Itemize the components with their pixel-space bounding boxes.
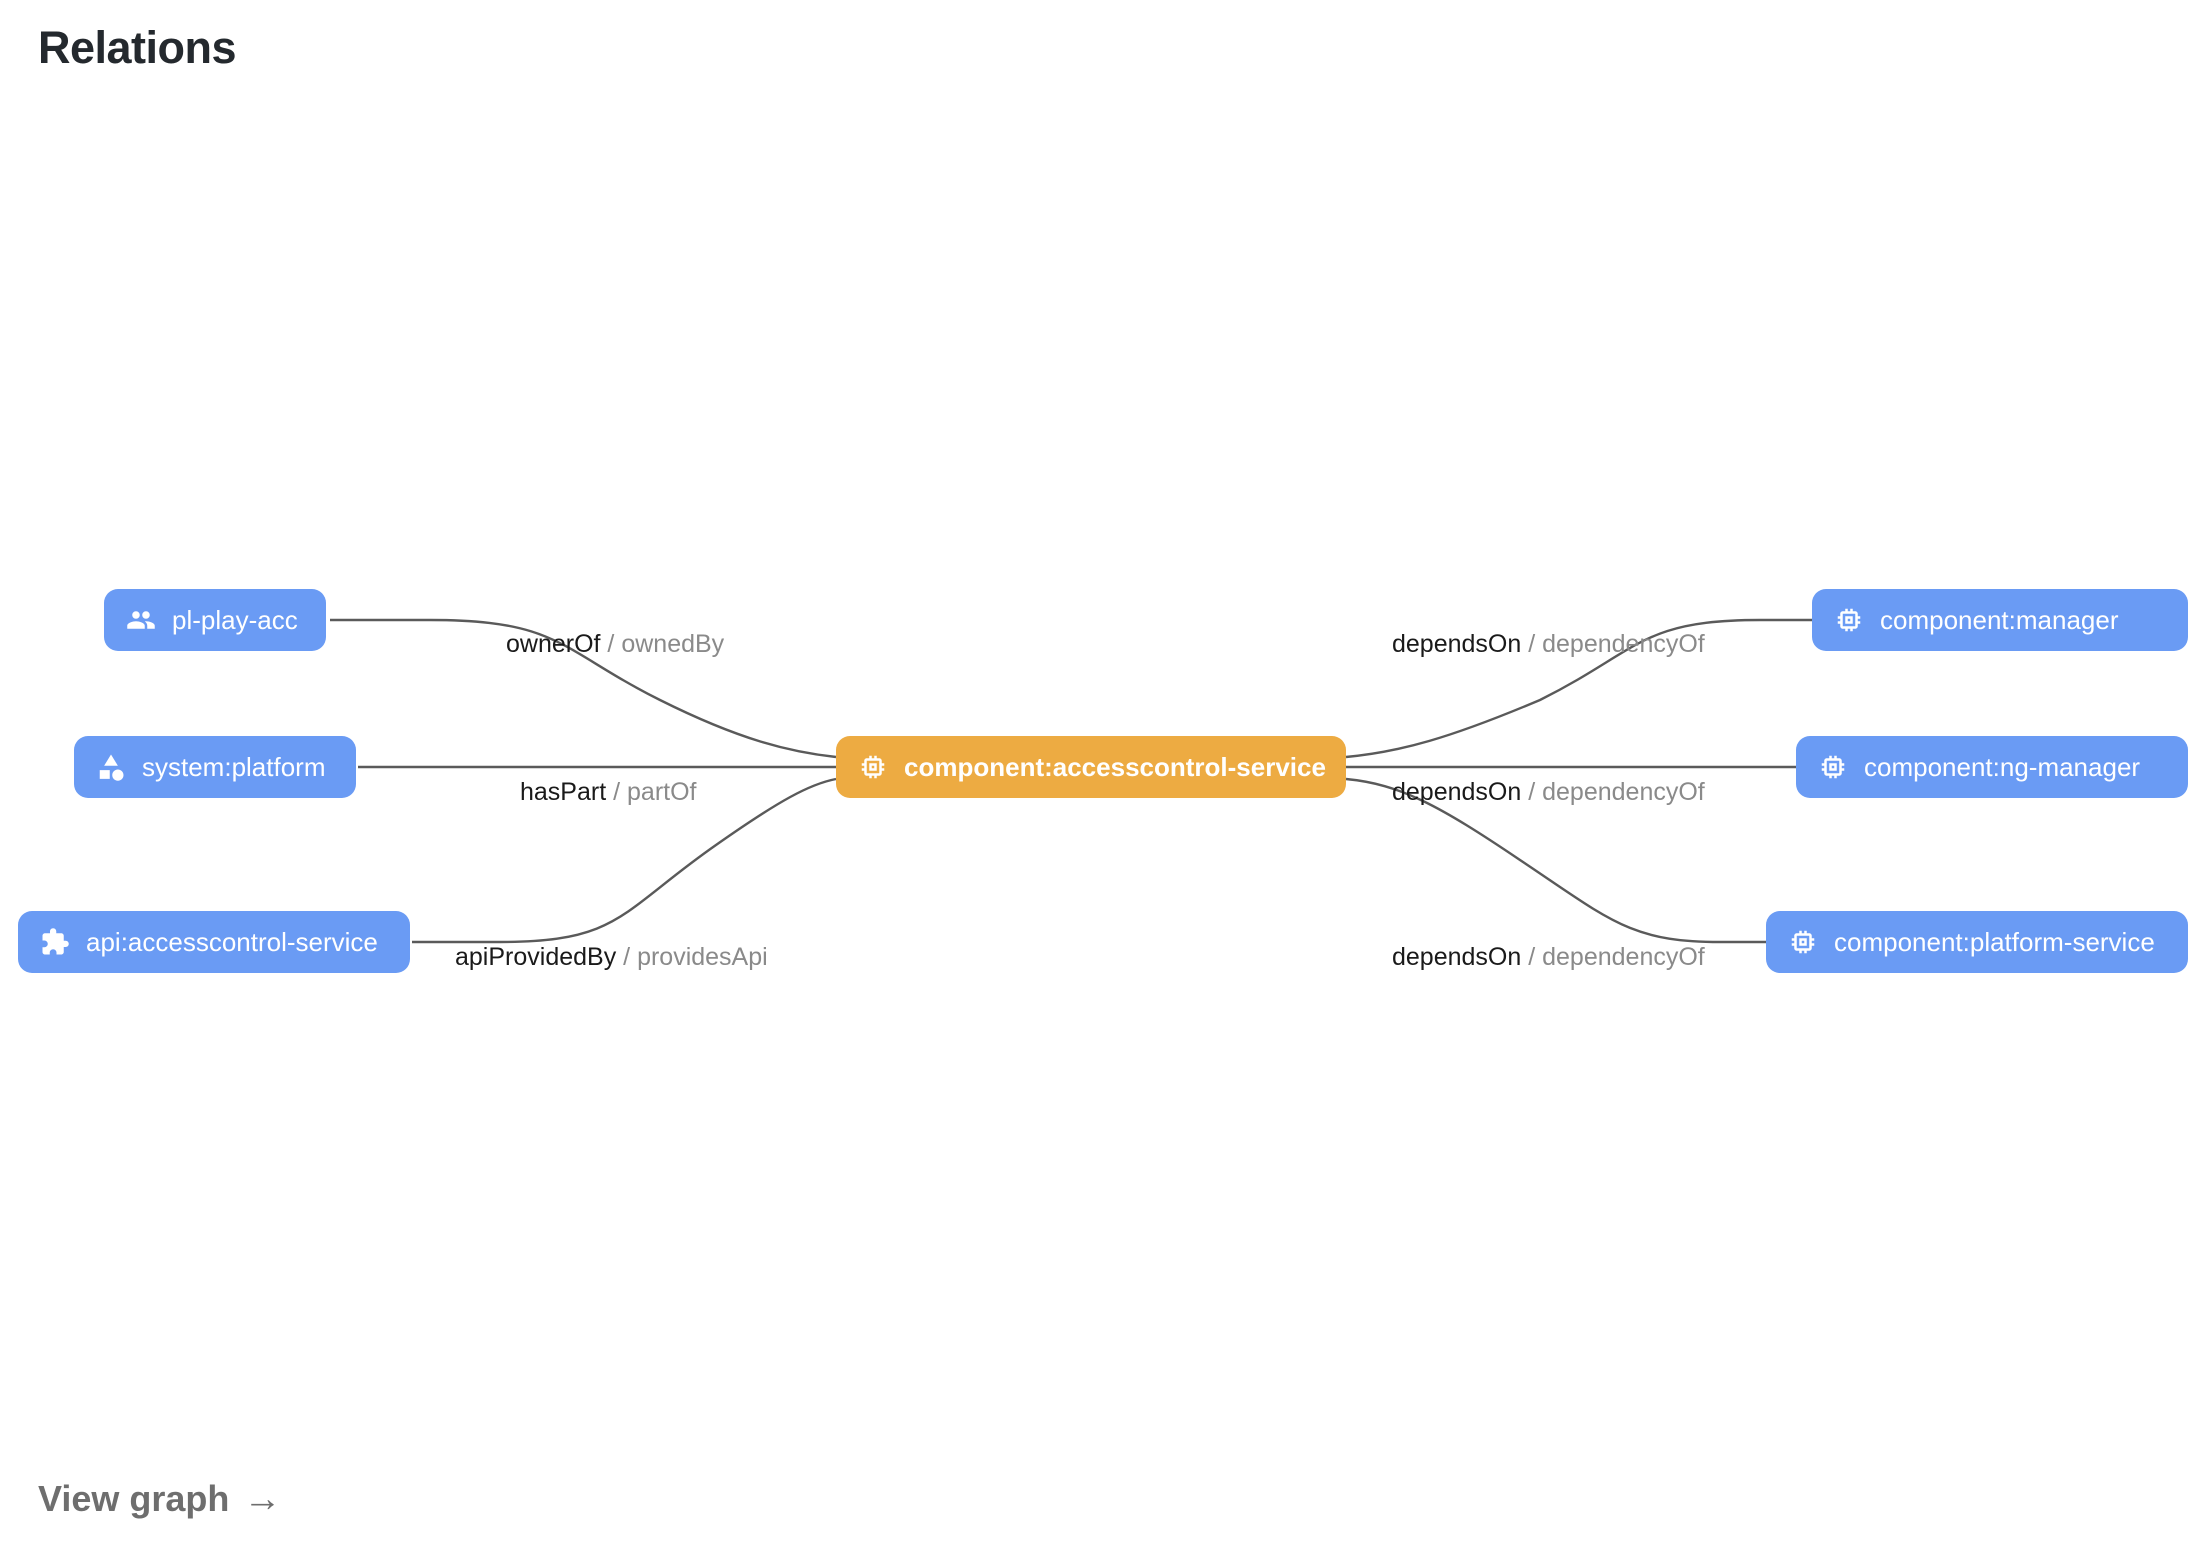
category-shapes-icon xyxy=(96,752,126,782)
arrow-right-icon: → xyxy=(243,1478,282,1520)
memory-chip-icon xyxy=(1834,605,1864,635)
graph-edge-label: apiProvidedBy / providesApi xyxy=(455,945,768,970)
graph-edge-label: dependsOn / dependencyOf xyxy=(1392,780,1705,805)
puzzle-piece-icon xyxy=(40,927,70,957)
relation-forward-label: apiProvidedBy xyxy=(455,943,617,971)
relation-separator: / xyxy=(1521,630,1543,658)
relation-reverse-label: providesApi xyxy=(637,943,768,971)
graph-node-system-platform[interactable]: system:platform xyxy=(74,736,356,798)
relation-separator: / xyxy=(1521,943,1543,971)
graph-node-component-accesscontrol-service[interactable]: component:accesscontrol-service xyxy=(836,736,1346,798)
memory-chip-icon xyxy=(858,752,888,782)
graph-node-label: system:platform xyxy=(142,752,326,782)
relation-separator: / xyxy=(1521,778,1543,806)
relation-reverse-label: partOf xyxy=(627,778,697,806)
memory-chip-icon xyxy=(1818,752,1848,782)
graph-node-label: pl-play-acc xyxy=(172,605,298,635)
graph-node-label: api:accesscontrol-service xyxy=(86,927,378,957)
page-title: Relations xyxy=(38,22,237,73)
relation-separator: / xyxy=(606,778,628,806)
relation-reverse-label: dependencyOf xyxy=(1542,630,1705,658)
graph-edge-label: dependsOn / dependencyOf xyxy=(1392,632,1705,657)
graph-node-component-platform-service[interactable]: component:platform-service xyxy=(1766,911,2188,973)
relation-separator: / xyxy=(616,943,638,971)
graph-node-api-accesscontrol-service[interactable]: api:accesscontrol-service xyxy=(18,911,410,973)
graph-node-component-ng-manager[interactable]: component:ng-manager xyxy=(1796,736,2188,798)
relation-reverse-label: dependencyOf xyxy=(1542,943,1705,971)
graph-edge-label: ownerOf / ownedBy xyxy=(506,632,724,657)
relation-separator: / xyxy=(600,630,622,658)
graph-edge-label: dependsOn / dependencyOf xyxy=(1392,945,1705,970)
relation-reverse-label: ownedBy xyxy=(621,630,725,658)
graph-node-pl-play-acc[interactable]: pl-play-acc xyxy=(104,589,326,651)
graph-node-label: component:manager xyxy=(1880,605,2119,635)
graph-node-label: component:ng-manager xyxy=(1864,752,2141,782)
view-graph-label: View graph xyxy=(38,1478,230,1519)
relation-forward-label: dependsOn xyxy=(1392,943,1522,971)
view-graph-link[interactable]: View graph → xyxy=(38,1478,281,1520)
memory-chip-icon xyxy=(1788,927,1818,957)
relation-forward-label: dependsOn xyxy=(1392,630,1522,658)
graph-edge-label: hasPart / partOf xyxy=(520,780,697,805)
graph-node-component-manager[interactable]: component:manager xyxy=(1812,589,2188,651)
relation-reverse-label: dependencyOf xyxy=(1542,778,1705,806)
graph-node-label: component:platform-service xyxy=(1834,927,2155,957)
relation-forward-label: ownerOf xyxy=(506,630,601,658)
graph-node-label: component:accesscontrol-service xyxy=(904,752,1326,782)
relation-forward-label: dependsOn xyxy=(1392,778,1522,806)
group-people-icon xyxy=(126,605,156,635)
relation-forward-label: hasPart xyxy=(520,778,607,806)
